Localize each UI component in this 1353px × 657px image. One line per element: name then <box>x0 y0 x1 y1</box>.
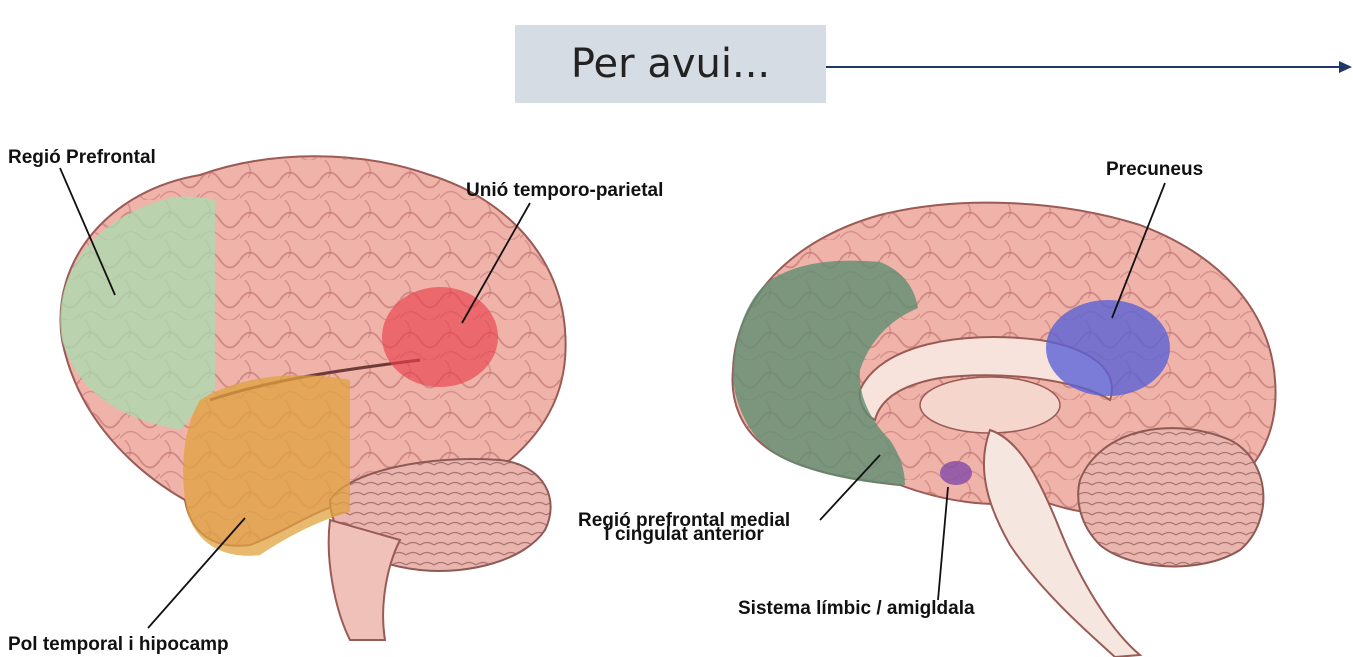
precuneus-region <box>1046 300 1170 396</box>
label-temporo-parietal: Unió temporo-parietal <box>466 180 663 202</box>
label-medial-prefrontal-line2: i cingulat anterior <box>578 528 790 542</box>
label-temporal-pole: Pol temporal i hipocamp <box>8 634 229 656</box>
lateral-brain <box>60 156 565 640</box>
lateral-brainstem <box>329 520 400 640</box>
medial-brain <box>732 203 1275 657</box>
label-precuneus: Precuneus <box>1106 159 1203 181</box>
label-prefrontal: Regió Prefrontal <box>8 147 156 169</box>
label-medial-prefrontal: Regió prefrontal medial i cingulat anter… <box>578 514 790 542</box>
temporal-pole-region <box>183 375 350 556</box>
limbic-region <box>940 461 972 485</box>
temporo-parietal-region <box>382 287 498 387</box>
label-limbic: Sistema límbic / amigldala <box>738 598 975 620</box>
